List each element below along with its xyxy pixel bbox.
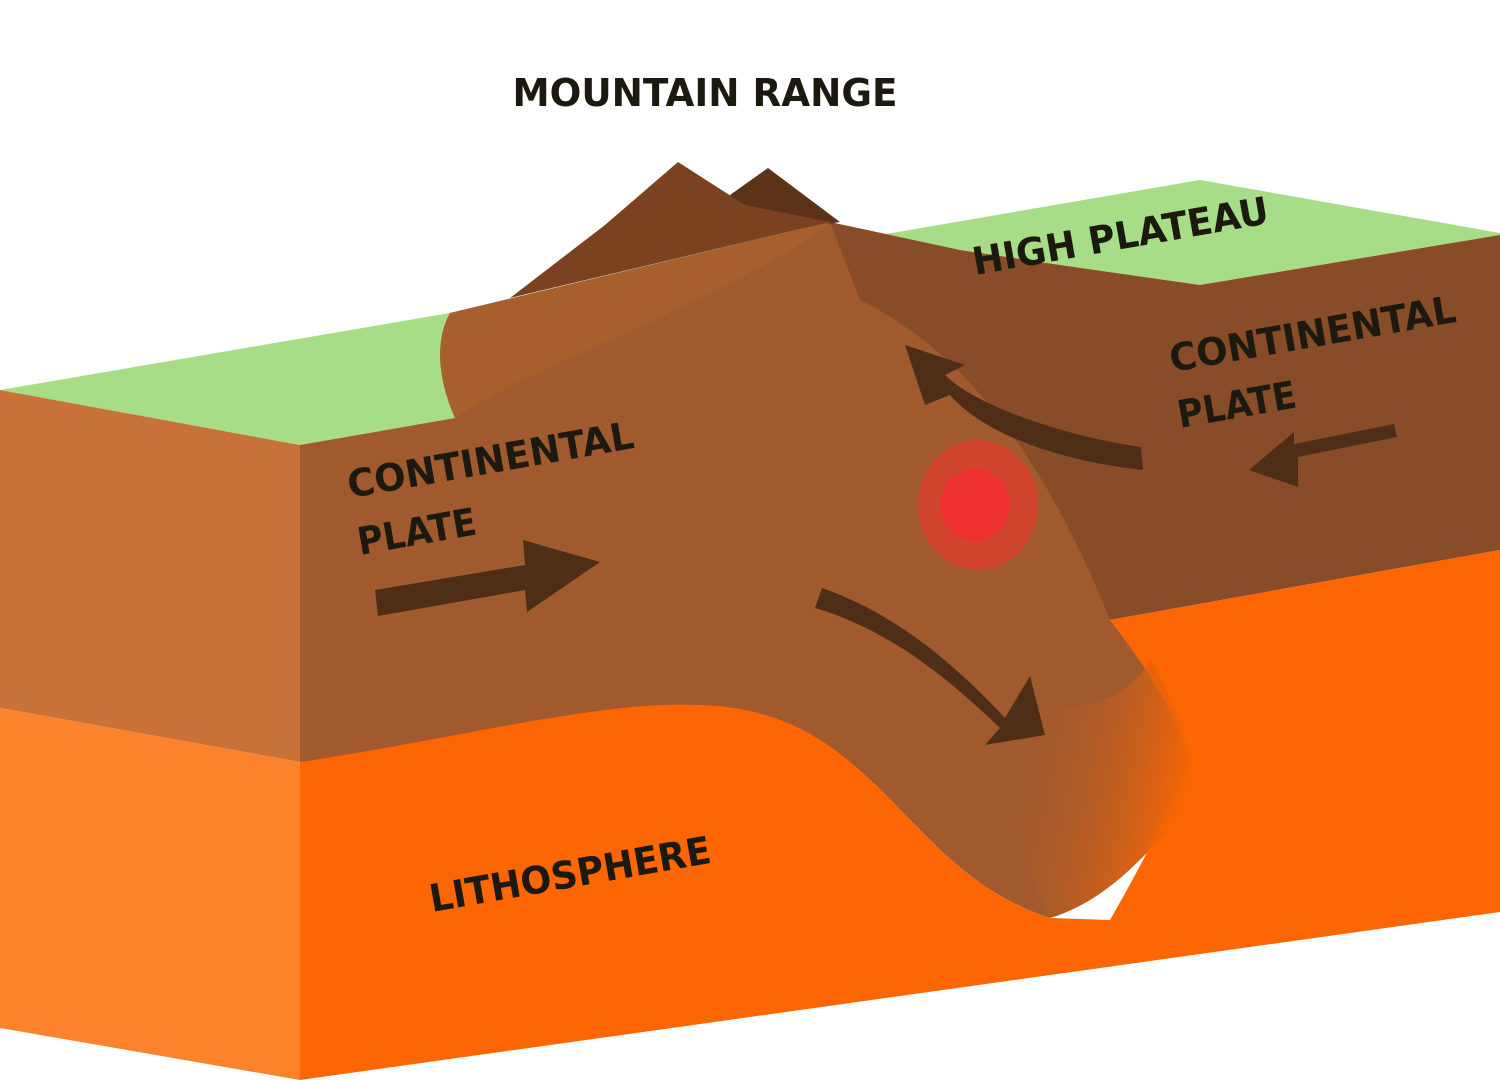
left-plate-arrow	[375, 540, 600, 616]
hotspot-icon	[918, 440, 1038, 570]
mountain-front-slope	[440, 222, 830, 418]
arrow-icon	[375, 345, 1397, 745]
crust-front-face	[0, 390, 300, 762]
lithosphere-side-face	[300, 550, 1500, 1080]
lithosphere-front-face	[0, 708, 300, 1080]
surface-left	[0, 313, 455, 445]
right-plate-side	[830, 222, 1500, 620]
upper-arc-arrow	[905, 345, 1143, 470]
slab-fade	[1010, 660, 1196, 918]
lower-arc-arrow	[815, 588, 1045, 745]
mountain-range-label: MOUNTAIN RANGE	[513, 71, 898, 115]
right-plate-arrow	[1249, 424, 1397, 487]
mountain-front-peak	[510, 162, 830, 298]
high-plateau-surface	[880, 180, 1500, 285]
